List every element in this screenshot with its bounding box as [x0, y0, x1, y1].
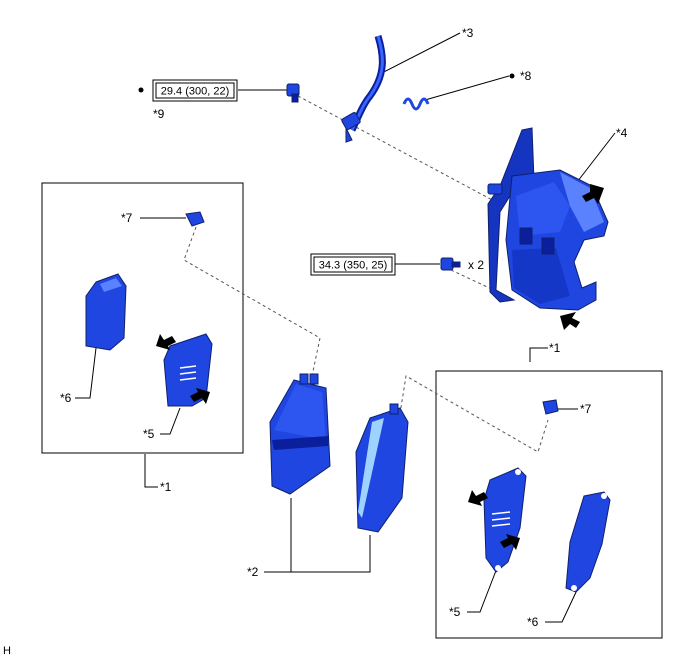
callout-1-right: *1 [549, 341, 561, 355]
left-detail-box [41, 182, 244, 454]
callout-5-right: *5 [449, 605, 461, 619]
outer-shim-right [483, 467, 527, 573]
torque-value-caliper-bolt: 34.3 (350, 25) [319, 260, 388, 272]
quantity-label: x 2 [468, 258, 484, 272]
caliper-bolt [440, 257, 461, 271]
bullet-dot-icon [509, 73, 515, 79]
callout-3: *3 [462, 26, 474, 40]
torque-box-caliper-bolt: 34.3 (350, 25) [310, 253, 396, 276]
callout-6-left: *6 [60, 391, 72, 405]
torque-value-bolt-9: 29.4 (300, 22) [161, 86, 230, 98]
right-detail-box [435, 370, 663, 639]
leader-lines [75, 32, 616, 623]
direction-arrow-icon [156, 334, 176, 350]
corner-code: H [3, 645, 11, 657]
callout-5-left: *5 [143, 427, 155, 441]
direction-arrow-icon [500, 534, 520, 550]
callout-2: *2 [247, 565, 259, 579]
pad-wear-indicator-left [185, 211, 205, 227]
inner-shim-right [565, 491, 611, 593]
flexible-hose [341, 34, 386, 143]
brake-pad-inner [355, 403, 409, 533]
direction-arrow-icon [190, 388, 210, 404]
caliper-assembly [487, 127, 609, 311]
callout-7-left: *7 [121, 211, 133, 225]
pad-wear-indicator-right [542, 399, 559, 415]
hose-clip [402, 97, 430, 111]
callout-1-left: *1 [160, 480, 172, 494]
inner-shim-left [85, 273, 127, 351]
callout-4: *4 [616, 126, 628, 140]
torque-box-bolt-9: 29.4 (300, 22) [152, 79, 238, 102]
callout-6-right: *6 [527, 615, 539, 629]
callout-8: *8 [520, 69, 532, 83]
callout-7-right: *7 [580, 402, 592, 416]
direction-arrow-icon [582, 184, 604, 204]
callout-9: *9 [153, 107, 165, 121]
direction-arrow-icon [468, 490, 488, 506]
direction-arrow-icon [560, 312, 580, 330]
outer-shim-left [163, 333, 213, 407]
union-bolt [286, 83, 300, 103]
brake-pad-outer [269, 373, 331, 495]
bullet-dot-icon [138, 87, 144, 93]
